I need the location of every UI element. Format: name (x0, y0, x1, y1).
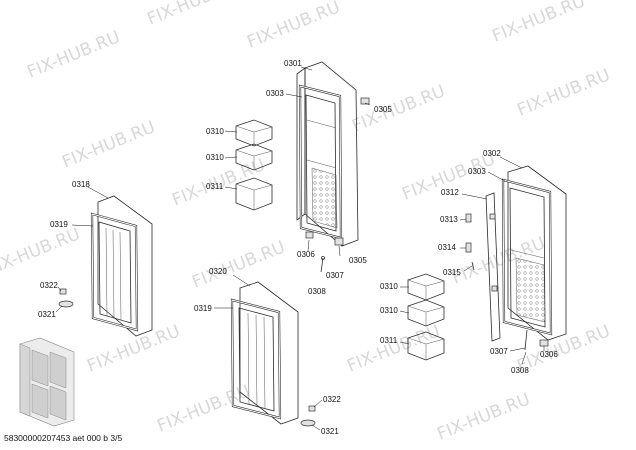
part-label: 0303 (468, 167, 486, 176)
door-bin (407, 299, 445, 327)
part-label: 0319 (194, 304, 212, 313)
appliance-overview-thumbnail (19, 337, 75, 427)
door-bin (407, 273, 445, 301)
part-label: 0310 (206, 127, 224, 136)
gasket-inner-edge (305, 94, 337, 232)
watermark-text: FIX-HUB.RU (514, 321, 613, 376)
part-label: 0308 (308, 287, 326, 296)
hinge-bracket (305, 231, 314, 239)
watermark-text: FIX-HUB.RU (59, 117, 158, 172)
door-shelf-line (306, 159, 337, 169)
handle-pin (471, 261, 475, 271)
part-label: 0301 (284, 59, 302, 68)
part-label: 0306 (297, 250, 315, 259)
upper-middle-door-assembly: 0301 0303 0305 0310 0310 0311 0306 0305 … (206, 59, 392, 296)
door-switch (465, 242, 472, 253)
part-label: 0314 (438, 243, 456, 252)
part-label: 0303 (266, 89, 284, 98)
door-panel (507, 165, 567, 341)
handle-fixing (489, 213, 496, 220)
watermark-text: FIX-HUB.RU (144, 0, 243, 30)
part-label: 0318 (72, 180, 90, 189)
hinge-top (360, 97, 370, 105)
door-shelf-line (306, 119, 337, 129)
part-label: 0311 (206, 182, 224, 191)
door-gasket-inner (502, 179, 552, 335)
lower-middle-door-assembly: 0320 0319 0322 0321 (194, 267, 341, 436)
part-label: 0307 (490, 347, 508, 356)
handle-fixing (491, 285, 498, 292)
watermark-text: FIX-HUB.RU (189, 237, 288, 292)
gasket-inner-edge (238, 307, 275, 412)
hinge-clip (308, 405, 316, 412)
gasket-inner-edge (509, 187, 546, 328)
part-label: 0302 (483, 149, 501, 158)
door-panel (97, 195, 153, 337)
door-bin (235, 177, 273, 211)
gasket-inner-edge (98, 221, 132, 324)
part-label: 0319 (50, 220, 68, 229)
watermark-text: FIX-HUB.RU (349, 81, 448, 136)
part-label: 0322 (323, 395, 341, 404)
part-label: 0307 (326, 271, 344, 280)
part-label: 0305 (374, 105, 392, 114)
door-gasket-inner (91, 213, 138, 331)
part-label: 0308 (511, 366, 529, 375)
part-label: 0321 (38, 310, 56, 319)
watermark-text: FIX-HUB.RU (154, 381, 253, 436)
part-label: 0311 (380, 336, 398, 345)
watermark-text: FIX-HUB.RU (0, 224, 83, 279)
part-label: 0312 (441, 188, 459, 197)
part-label: 0313 (440, 215, 458, 224)
hinge-clip (59, 288, 67, 295)
part-label: 0310 (380, 306, 398, 315)
watermark-text: FIX-HUB.RU (489, 0, 588, 47)
hinge-bushing (300, 419, 316, 427)
right-door-assembly: 0302 0303 0312 0313 0314 0315 0310 0310 … (380, 149, 567, 375)
part-label: 0315 (443, 268, 461, 277)
watermark-text: FIX-HUB.RU (434, 389, 533, 444)
part-label: 0306 (540, 350, 558, 359)
part-label: 0321 (321, 427, 339, 436)
door-bin (235, 119, 273, 147)
watermark-text: FIX-HUB.RU (344, 321, 443, 376)
hinge-bracket (539, 339, 549, 347)
part-label: 0310 (380, 282, 398, 291)
hinge-bushing (58, 300, 74, 308)
vent-grid (311, 167, 338, 229)
hinge-pin-head (321, 256, 325, 260)
hinge-pin (320, 257, 324, 273)
watermark-text: FIX-HUB.RU (514, 65, 613, 120)
part-label: 0305 (349, 256, 367, 265)
left-small-door-assembly: 0318 0319 0322 0321 (38, 180, 153, 337)
door-ribs (247, 312, 266, 410)
document-reference: 58300000207453 aet 000 b 3/5 (4, 433, 123, 443)
door-ribs (105, 227, 122, 321)
door-bin (235, 143, 273, 171)
part-label: 0310 (206, 153, 224, 162)
door-handle-bar (485, 192, 501, 342)
watermark-text: FIX-HUB.RU (24, 27, 123, 82)
door-shelf-line (510, 249, 545, 259)
vent-grid (515, 257, 546, 323)
door-side (296, 67, 306, 221)
hinge-pin (524, 329, 528, 351)
door-switch (465, 213, 472, 223)
part-label: 0320 (209, 267, 227, 276)
door-bin (407, 331, 445, 361)
hinge-bottom (334, 237, 344, 246)
watermark-text: FIX-HUB.RU (244, 0, 343, 53)
part-label: 0322 (40, 281, 58, 290)
door-gasket-inner (231, 299, 281, 419)
